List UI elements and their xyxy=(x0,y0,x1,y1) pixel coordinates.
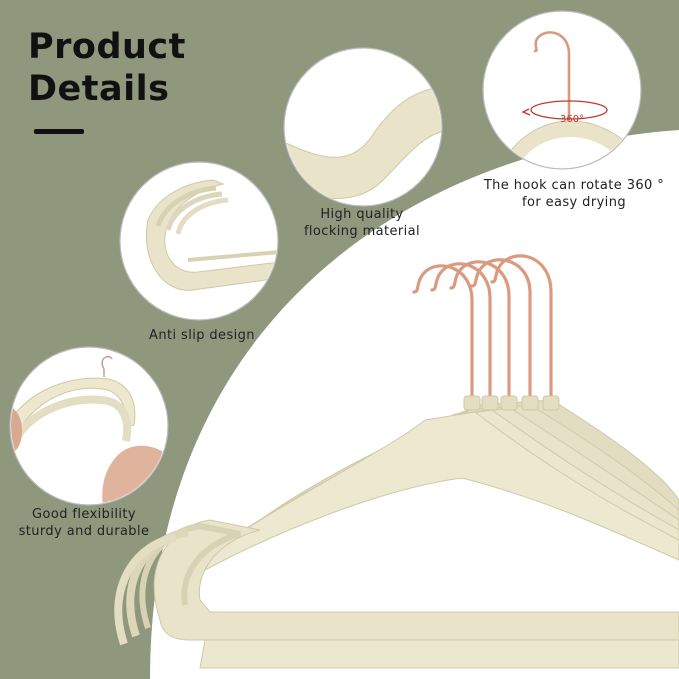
rotate-badge: 360° xyxy=(560,114,585,125)
title-line-2: Details xyxy=(28,69,170,109)
title-line-1: Product xyxy=(28,27,186,67)
hook-caption-line-1: The hook can rotate 360 ° xyxy=(483,178,665,193)
hanger-stack xyxy=(114,254,679,669)
page-title: Product Details xyxy=(28,26,186,110)
hanger-bodies xyxy=(114,399,679,669)
flocking-caption-line-2: flocking material xyxy=(303,224,421,239)
flexibility-detail-circle xyxy=(9,346,169,506)
anti-slip-caption: Anti slip design xyxy=(149,328,255,343)
title-underline xyxy=(34,129,84,134)
flexibility-caption-line-2: sturdy and durable xyxy=(18,524,150,539)
flocking-closeup xyxy=(285,85,441,199)
flexibility-caption: Good flexibility sturdy and durable xyxy=(14,506,154,540)
hook-closeup xyxy=(533,31,571,121)
anti-slip-detail-circle xyxy=(119,161,279,321)
rotate-arrow-icon xyxy=(530,100,608,120)
flexibility-caption-line-1: Good flexibility xyxy=(32,507,136,522)
hanger-collars xyxy=(463,395,560,411)
hook-detail-circle xyxy=(482,10,642,170)
white-arc-panel xyxy=(150,130,679,679)
hook-caption-line-2: for easy drying xyxy=(522,195,626,210)
anti-slip-closeup xyxy=(146,179,277,291)
flocking-caption-line-1: High quality xyxy=(320,207,404,222)
hanger-hooks xyxy=(412,254,553,402)
flocking-detail-circle xyxy=(283,47,443,207)
hook-caption: The hook can rotate 360 ° for easy dryin… xyxy=(474,177,674,211)
flocking-caption: High quality flocking material xyxy=(292,206,432,240)
